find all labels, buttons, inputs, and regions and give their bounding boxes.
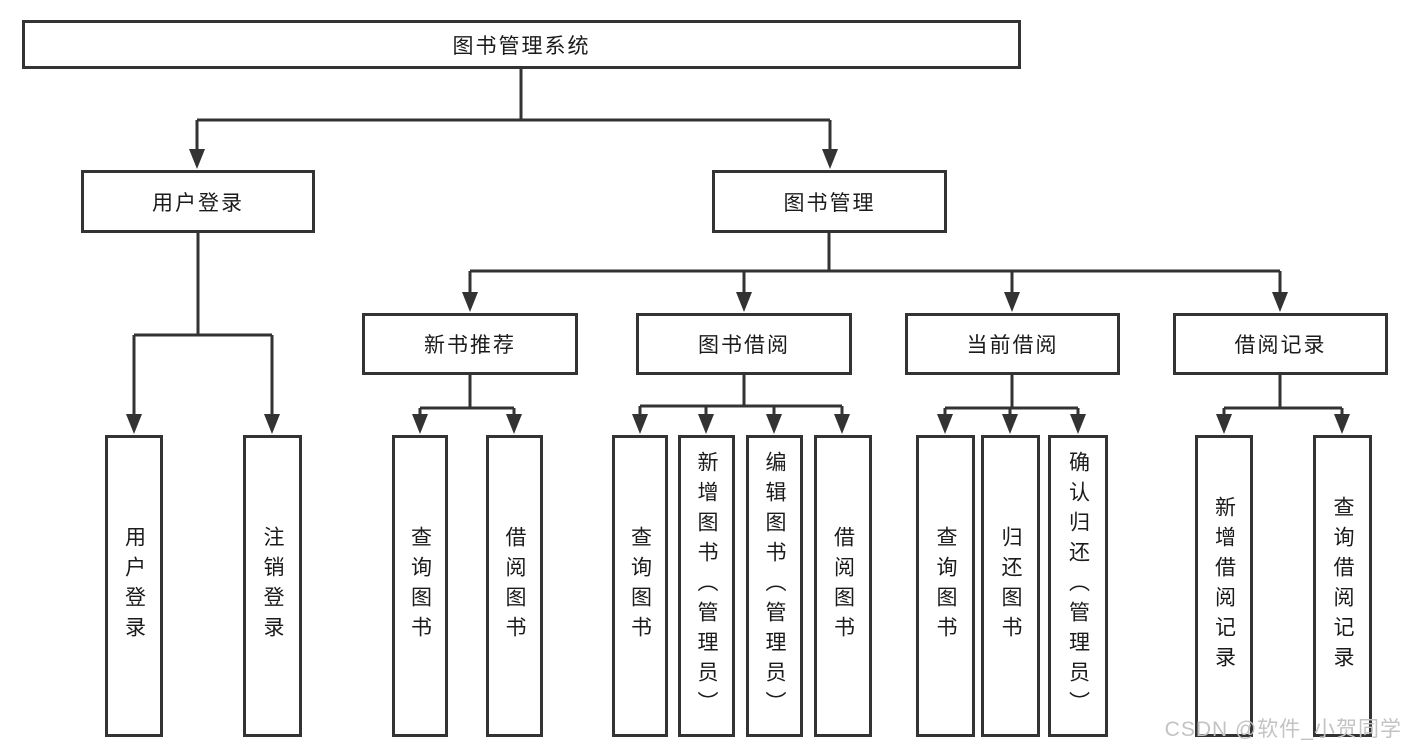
leaf-borrow-book-1-label: 借阅图书 <box>503 526 526 646</box>
leaf-borrow-book-2: 借阅图书 <box>814 435 872 737</box>
leaf-query-borrow-record: 查询借阅记录 <box>1313 435 1372 737</box>
leaf-add-borrow-record-label: 新增借阅记录 <box>1212 496 1236 676</box>
node-book-management: 图书管理 <box>712 170 947 233</box>
leaf-borrow-book-1: 借阅图书 <box>486 435 543 737</box>
node-user-login: 用户登录 <box>81 170 315 233</box>
connector-root-to-level1 <box>195 69 832 152</box>
leaf-confirm-return-admin: 确认归还（管理员） <box>1048 435 1108 737</box>
node-book-management-label: 图书管理 <box>783 191 876 215</box>
node-borrow-records: 借阅记录 <box>1173 313 1388 375</box>
node-current-borrow: 当前借阅 <box>905 313 1120 375</box>
leaf-query-book-1: 查询图书 <box>392 435 448 737</box>
node-user-login-label: 用户登录 <box>152 191 244 215</box>
leaf-query-book-3-label: 查询图书 <box>934 526 957 646</box>
leaf-borrow-book-2-label: 借阅图书 <box>831 526 855 646</box>
arrowheads <box>126 149 1350 434</box>
node-current-borrow-label: 当前借阅 <box>966 334 1059 357</box>
leaf-logout: 注销登录 <box>243 435 302 737</box>
leaf-add-book-admin: 新增图书（管理员） <box>678 435 735 737</box>
leaf-confirm-return-admin-label: 确认归还（管理员） <box>1066 451 1090 721</box>
connector-current-borrow-to-leaves <box>943 375 1080 416</box>
node-root: 图书管理系统 <box>22 20 1021 69</box>
leaf-edit-book-admin-label: 编辑图书（管理员） <box>763 451 786 721</box>
connector-borrow-records-to-leaves <box>1222 375 1344 416</box>
node-book-borrow: 图书借阅 <box>636 313 852 375</box>
node-new-book-recommend-label: 新书推荐 <box>424 334 516 357</box>
connector-user-login-to-leaves <box>132 233 274 416</box>
leaf-add-book-admin-label: 新增图书（管理员） <box>695 451 718 721</box>
node-borrow-records-label: 借阅记录 <box>1234 334 1327 357</box>
connector-book-management-to-level2 <box>468 233 1282 296</box>
leaf-edit-book-admin: 编辑图书（管理员） <box>746 435 803 737</box>
node-new-book-recommend: 新书推荐 <box>362 313 578 375</box>
node-root-label: 图书管理系统 <box>452 34 591 58</box>
node-book-borrow-label: 图书借阅 <box>698 334 790 357</box>
leaf-user-login: 用户登录 <box>105 435 163 737</box>
leaf-query-book-2: 查询图书 <box>612 435 668 737</box>
leaf-query-book-2-label: 查询图书 <box>628 526 652 646</box>
connector-book-borrow-to-leaves <box>638 375 844 416</box>
leaf-query-borrow-record-label: 查询借阅记录 <box>1331 496 1354 676</box>
csdn-watermark: CSDN @软件_小贺同学 <box>1164 718 1402 741</box>
leaf-query-book-1-label: 查询图书 <box>408 526 432 646</box>
leaf-logout-label: 注销登录 <box>261 526 284 646</box>
connector-new-book-to-leaves <box>418 375 516 416</box>
leaf-return-book-label: 归还图书 <box>999 526 1022 646</box>
leaf-return-book: 归还图书 <box>981 435 1040 737</box>
leaf-query-book-3: 查询图书 <box>916 435 975 737</box>
leaf-user-login-label: 用户登录 <box>122 526 146 646</box>
leaf-add-borrow-record: 新增借阅记录 <box>1195 435 1253 737</box>
